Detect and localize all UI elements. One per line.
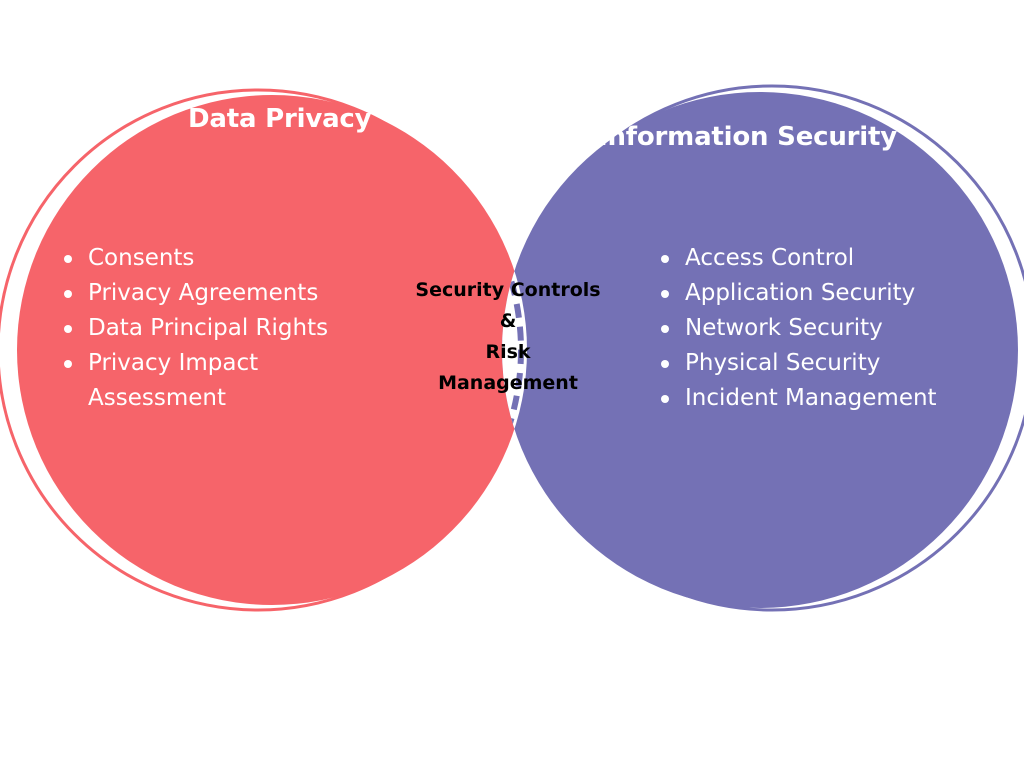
data-privacy-list: Consents Privacy Agreements Data Princip… [62, 241, 382, 416]
list-item: Privacy Impact Assessment [62, 346, 382, 416]
data-privacy-title: Data Privacy [188, 104, 372, 134]
list-item: Data Principal Rights [62, 311, 382, 346]
list-item: Network Security [659, 311, 999, 346]
intersection-label: Security Controls & Risk Management [404, 275, 612, 399]
information-security-list: Access Control Application Security Netw… [659, 241, 999, 416]
intersection-label-line: Security Controls [415, 279, 601, 301]
list-item: Privacy Agreements [62, 276, 382, 311]
list-item: Access Control [659, 241, 999, 276]
list-item: Consents [62, 241, 382, 276]
intersection-label-line: Management [438, 372, 578, 394]
list-item: Incident Management [659, 381, 999, 416]
intersection-label-line: Risk [485, 341, 531, 363]
list-item: Physical Security [659, 346, 999, 381]
list-item: Application Security [659, 276, 999, 311]
right-circle [502, 92, 1018, 608]
intersection-dashed-edge [502, 98, 524, 602]
information-security-title: Information Security [598, 122, 897, 152]
intersection-label-line: & [499, 310, 517, 332]
left-circle [17, 95, 527, 605]
